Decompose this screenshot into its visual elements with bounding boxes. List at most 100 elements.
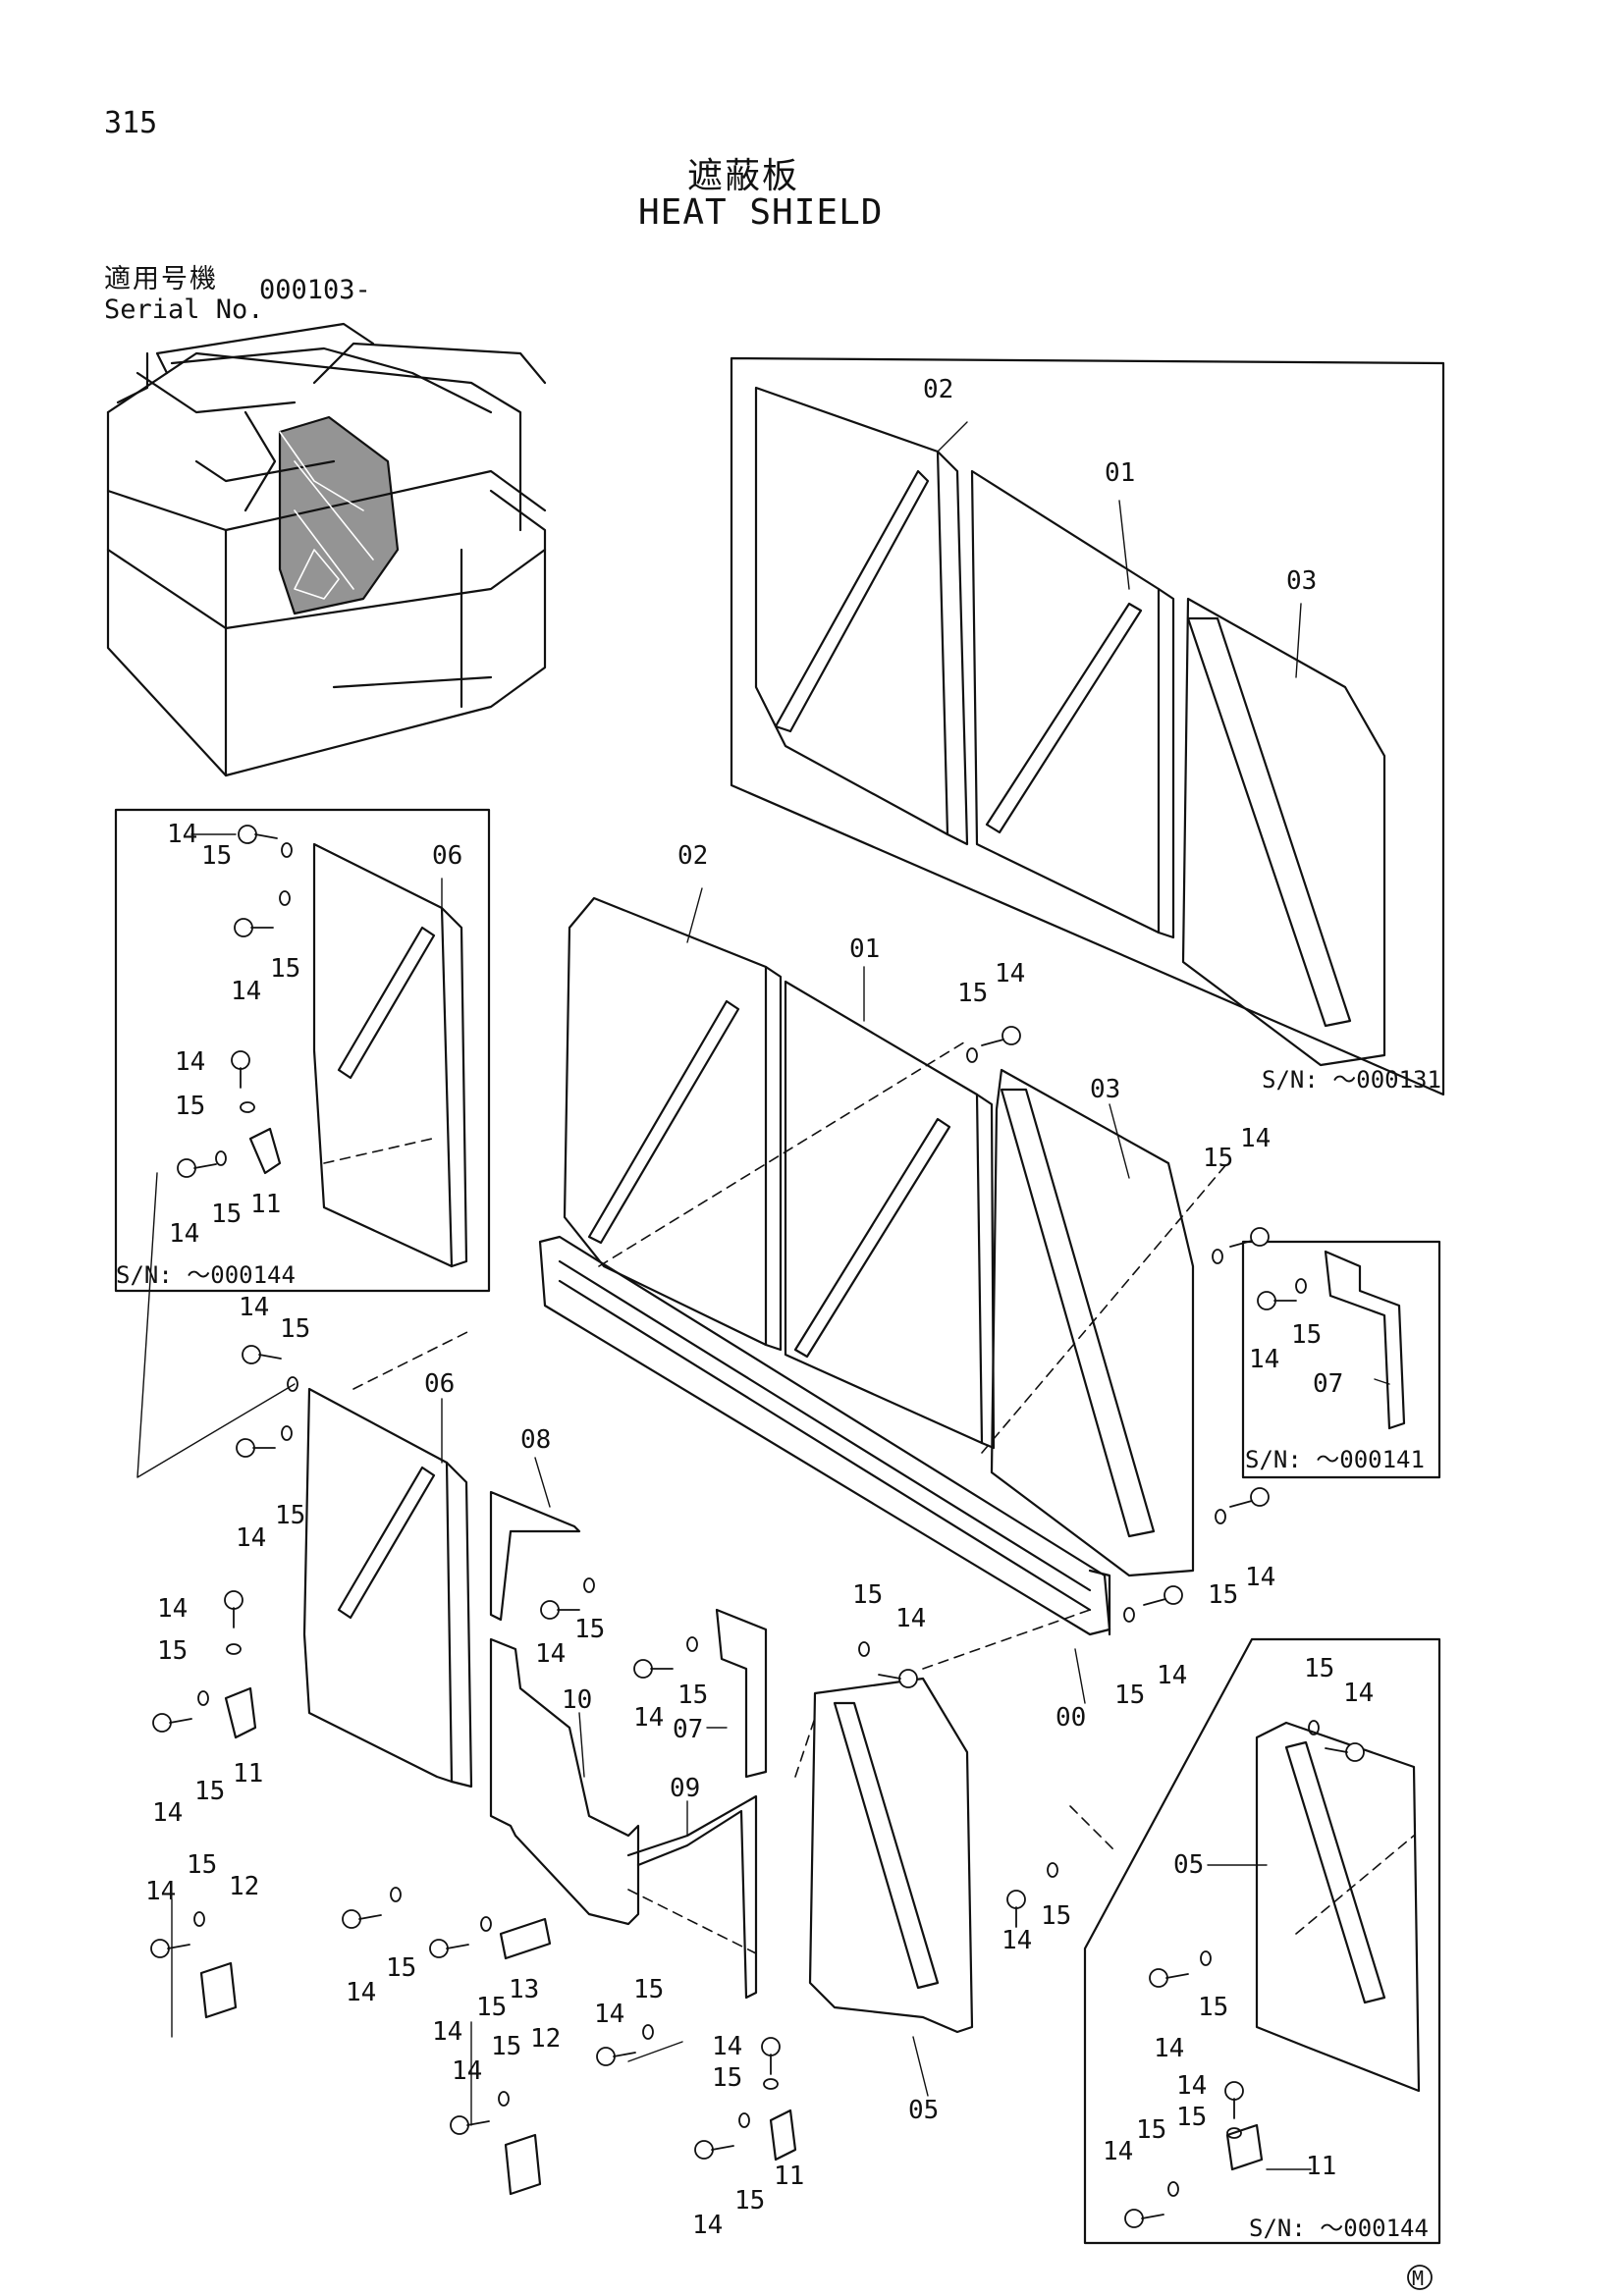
washer-15 (966, 1047, 978, 1063)
washer-15 (279, 890, 291, 906)
washer-15 (390, 1887, 402, 1902)
callout-07-main: 07 (673, 1715, 703, 1744)
callout-14: 14 (594, 2000, 624, 2029)
callout-01-main: 01 (849, 934, 880, 964)
bracket-12-center (504, 2133, 542, 2196)
bolt-14 (231, 1050, 250, 1089)
callout-09: 09 (670, 1774, 700, 1803)
bolt-14 (238, 825, 278, 844)
plate-09 (626, 1794, 758, 2000)
panel-02-main (563, 896, 783, 1352)
callout-06-main: 06 (424, 1369, 455, 1399)
bolt-14 (236, 1438, 276, 1458)
bracket-08 (489, 1490, 581, 1622)
bracket-11-inset-left (248, 1127, 282, 1175)
washer-15 (1200, 1950, 1212, 1966)
callout-14: 14 (167, 820, 197, 849)
callout-15: 15 (734, 2186, 765, 2216)
panel-05-inset (1255, 1721, 1421, 2093)
bolt-14 (981, 1026, 1021, 1046)
callout-05-inset: 05 (1173, 1850, 1204, 1880)
bolt-14 (234, 918, 274, 937)
callout-15: 15 (175, 1092, 205, 1121)
panel-03-upper (1181, 597, 1386, 1067)
washer-15 (240, 1101, 255, 1113)
svg-text:M: M (1412, 2267, 1424, 2290)
callout-15: 15 (852, 1580, 883, 1610)
callout-15: 15 (386, 1953, 416, 1983)
callout-12-left: 12 (229, 1872, 259, 1901)
callout-15: 15 (1114, 1681, 1145, 1710)
bolt-14 (152, 1713, 192, 1733)
callout-11-inset-right: 11 (1306, 2152, 1336, 2181)
inset-frame-top-right (730, 356, 1445, 1096)
callout-15: 15 (633, 1975, 664, 2004)
callout-12-center: 12 (530, 2024, 561, 2054)
callout-14: 14 (1176, 2071, 1207, 2101)
callout-14: 14 (1343, 1679, 1374, 1708)
washer-15 (1226, 2127, 1242, 2139)
washer-15 (1123, 1607, 1135, 1623)
callout-02-upper: 02 (923, 375, 953, 404)
panel-06-inset (312, 842, 468, 1268)
callout-14: 14 (231, 977, 261, 1006)
washer-15 (281, 842, 293, 858)
callout-14: 14 (452, 2056, 482, 2086)
page-number: 315 (104, 106, 158, 140)
bolt-14 (1224, 2081, 1244, 2119)
bolt-14 (761, 2037, 781, 2075)
bolt-14 (1149, 1968, 1189, 1988)
callout-15: 15 (574, 1615, 605, 1644)
inset-frame-bottom-right (1083, 1637, 1441, 2245)
bracket-07-main (715, 1608, 768, 1779)
callout-15: 15 (677, 1681, 708, 1710)
callout-15: 15 (957, 979, 988, 1008)
callout-14: 14 (145, 1877, 176, 1906)
callout-15: 15 (211, 1200, 242, 1229)
callout-00: 00 (1056, 1703, 1086, 1733)
bolt-14 (1257, 1291, 1297, 1310)
callout-07-inset: 07 (1313, 1369, 1343, 1399)
washer-15 (583, 1577, 595, 1593)
washer-15 (858, 1641, 870, 1657)
washer-15 (197, 1690, 209, 1706)
bolt-14 (1124, 2209, 1164, 2228)
part-callouts: 02 01 03 02 01 03 06 06 08 10 09 07 07 0… (145, 375, 1374, 2240)
callout-14: 14 (157, 1594, 188, 1624)
washer-15 (686, 1636, 698, 1652)
washer-15 (1167, 2181, 1179, 2197)
callout-02-main: 02 (677, 841, 708, 871)
bolt-14 (242, 1345, 282, 1364)
callout-11-bottom: 11 (774, 2162, 804, 2191)
washer-15 (287, 1376, 298, 1392)
serial-number-value: 000103- (259, 275, 371, 305)
inset-serial-labels: S/N: ～000131 S/N: ～000144 S/N: ～000141 S… (116, 1066, 1441, 2242)
callout-14: 14 (535, 1639, 566, 1669)
washer-15 (193, 1911, 205, 1927)
callout-14: 14 (633, 1703, 664, 1733)
bracket-12-left (199, 1961, 238, 2019)
machine-overview-sketch (106, 322, 547, 777)
panel-01-main (784, 980, 996, 1450)
bolt-14 (1006, 1890, 1026, 1928)
callout-14: 14 (692, 2211, 723, 2240)
callout-14: 14 (995, 959, 1025, 988)
bolt-14 (694, 2140, 734, 2160)
title-japanese: 遮蔽板 (687, 156, 800, 196)
callout-14: 14 (169, 1219, 199, 1249)
callout-15: 15 (1198, 1993, 1228, 2022)
callout-15: 15 (1291, 1320, 1322, 1350)
callout-14: 14 (1240, 1124, 1271, 1153)
callout-14: 14 (1103, 2137, 1133, 2166)
serial-label-japanese: 適用号機 (104, 264, 218, 294)
bolt-14 (633, 1659, 674, 1679)
title-english: HEAT SHIELD (638, 192, 884, 233)
assembly-dashed-lines (323, 1040, 1415, 1954)
callout-15: 15 (1136, 2115, 1166, 2145)
bolt-14 (342, 1909, 382, 1929)
serial-label-english: Serial No. (104, 294, 264, 325)
plate-10 (489, 1637, 640, 1926)
panel-02-upper (754, 386, 969, 846)
washer-15 (763, 2078, 779, 2090)
